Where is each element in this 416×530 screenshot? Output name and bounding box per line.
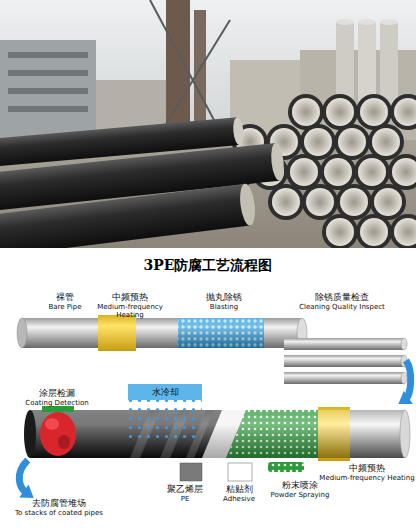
pipe-photo (0, 0, 416, 248)
stack-step: 去防腐管堆场To stacks of coated pipes (4, 498, 114, 524)
step-name-en: Medium-frequency Heating (319, 474, 414, 482)
inspection-step: 除锈质量检查Cleaning Quality Inspect (278, 292, 406, 382)
step-name: 聚乙烯层 (167, 484, 203, 495)
detection-step: 涂层检漏Coating Detection (14, 388, 100, 460)
top-bare-pipe (17, 318, 307, 348)
step-name: 中频预热 (112, 292, 148, 303)
heating-step: 中频预热Medium-frequency Heating (318, 404, 416, 482)
step-name: 粘贴剂 (226, 484, 253, 495)
pe-step: 聚乙烯层PE (160, 484, 210, 508)
cooling-box: 水冷却 (128, 384, 202, 400)
heating-coil (98, 315, 136, 351)
blasting-step: 抛丸除锈Blasting (184, 292, 264, 316)
arrow-line (19, 460, 28, 493)
heating-step: 中频预热Medium-frequency Heating (90, 292, 170, 319)
diagram-title: 3PE防腐工艺流程图 (0, 256, 416, 274)
step-name: 抛丸除锈 (206, 292, 242, 303)
step-name: 除锈质量检查 (315, 292, 369, 303)
cleaned-pipes (284, 338, 407, 384)
flow-arrow (398, 360, 412, 404)
step-name-en: Coating Detection (25, 399, 88, 407)
long-pipes (0, 117, 285, 248)
step-name-en: Adhesive (223, 495, 255, 503)
step-name: 涂层检漏 (39, 388, 75, 399)
coating-pipe (24, 407, 410, 461)
pe-sample (180, 463, 202, 481)
blasting-zone (178, 318, 264, 348)
arrow-line (406, 360, 411, 399)
step-name-en: Cleaning Quality Inspect (299, 303, 385, 311)
step-name-en: Powder Spraying (271, 491, 330, 499)
step-name-en: Blasting (210, 303, 238, 311)
step-name-en: Medium-frequency Heating (90, 303, 170, 319)
powder-sample (268, 462, 304, 472)
step-name: 去防腐管堆场 (32, 498, 86, 509)
bare-pipe-step: 裸管Bare Pipe (35, 292, 95, 316)
adhesive-sample (228, 463, 252, 481)
powder-step: 粉末喷涂Powder Spraying (262, 480, 338, 508)
step-name: 粉末喷涂 (282, 480, 318, 491)
step-name: 水冷却 (152, 387, 179, 398)
step-name: 裸管 (56, 292, 74, 303)
step-name-en: To stacks of coated pipes (15, 509, 103, 517)
arrow-head (19, 485, 33, 498)
leak-detector (40, 406, 76, 456)
adhesive-step: 粘贴剂Adhesive (214, 484, 264, 508)
step-name-en: Bare Pipe (48, 303, 81, 311)
step-name: 中频预热 (349, 463, 385, 474)
arrow-head (398, 391, 412, 404)
flow-arrow (19, 460, 33, 498)
step-name-en: PE (181, 495, 190, 503)
water-drops (128, 400, 202, 442)
